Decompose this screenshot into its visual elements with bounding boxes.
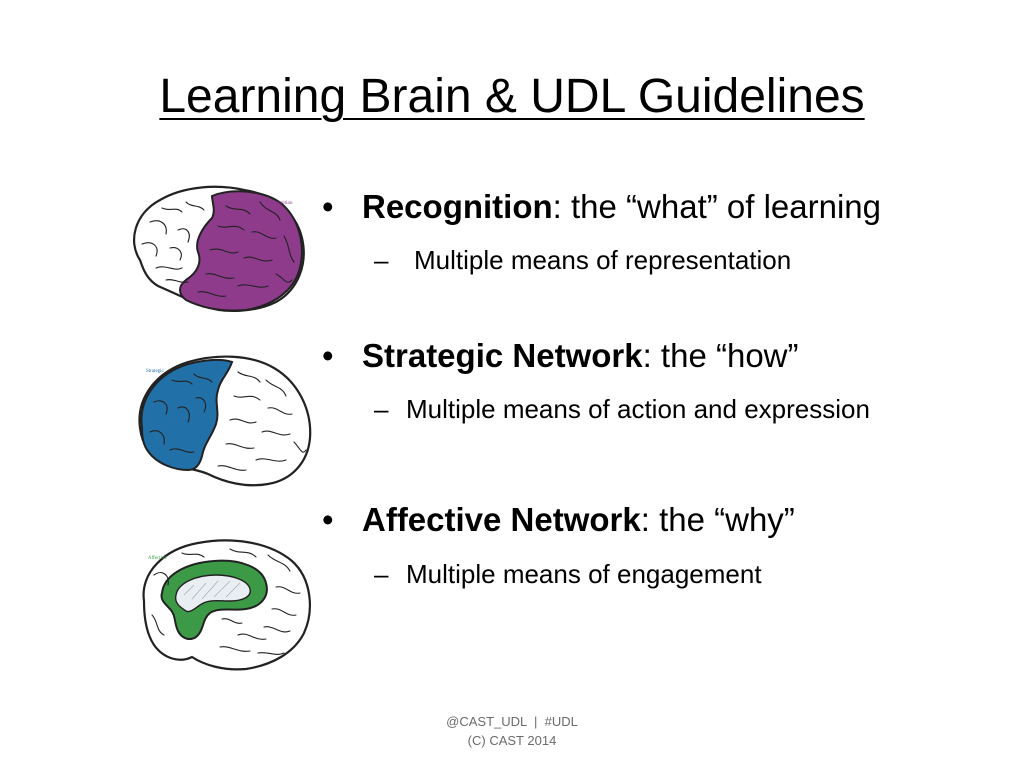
- sub-bullet-strategic: –Multiple means of action and expression: [374, 393, 870, 425]
- slide-footer: @CAST_UDL | #UDL (C) CAST 2014: [362, 712, 662, 750]
- bullet-description: the “what” of learning: [561, 188, 881, 225]
- bullet-term: Affective Network: [362, 501, 641, 538]
- brain-region-corpus: [174, 574, 251, 613]
- footer-copyright: (C) CAST 2014: [467, 733, 557, 748]
- bullet-description: the “why”: [649, 501, 795, 538]
- sub-bullet-dash: –: [374, 559, 389, 589]
- brain-label: Recognition: [268, 201, 293, 206]
- bullet-strategic: • Strategic Network: the “how”: [322, 336, 799, 376]
- sub-bullet-text: Multiple means of action and expression: [406, 394, 870, 424]
- bullet-separator: :: [552, 188, 562, 225]
- bullet-marker: •: [322, 337, 334, 374]
- sub-bullet-text: Multiple means of engagement: [406, 559, 762, 589]
- bullet-list: •Recognition: the “what” of learning –Mu…: [322, 0, 1012, 700]
- slide-title: Learning Brain & UDL Guidelines: [159, 70, 865, 123]
- brain-region-recognition: [179, 190, 303, 312]
- bullet-term: Strategic Network: [362, 337, 643, 374]
- footer-handles: @CAST_UDL | #UDL: [446, 714, 578, 729]
- sub-bullet-affective: –Multiple means of engagement: [374, 558, 762, 590]
- bullet-recognition: • Recognition: the “what” of learning: [322, 187, 881, 227]
- brain-label: Affective: [148, 556, 168, 561]
- sub-bullet-dash: –: [374, 245, 389, 275]
- bullet-affective: • Affective Network: the “why”: [322, 500, 795, 540]
- bullet-marker: •: [322, 501, 334, 538]
- bullet-description: the “how”: [651, 337, 799, 374]
- bullet-separator: :: [642, 337, 652, 374]
- sub-bullet-text: Multiple means of representation: [414, 245, 792, 275]
- brain-label: Strategic: [146, 369, 165, 374]
- bullet-term: Recognition: [362, 188, 553, 225]
- sub-bullet-dash: –: [374, 394, 389, 424]
- bullet-marker: •: [322, 188, 334, 225]
- bullet-separator: :: [640, 501, 650, 538]
- sub-bullet-recognition: –Multiple means of representation: [374, 244, 791, 276]
- brain-recognition-icon: Recognition: [132, 185, 305, 313]
- brain-strategic-icon: Strategic: [138, 355, 312, 487]
- brain-affective-icon: Affective: [142, 539, 311, 671]
